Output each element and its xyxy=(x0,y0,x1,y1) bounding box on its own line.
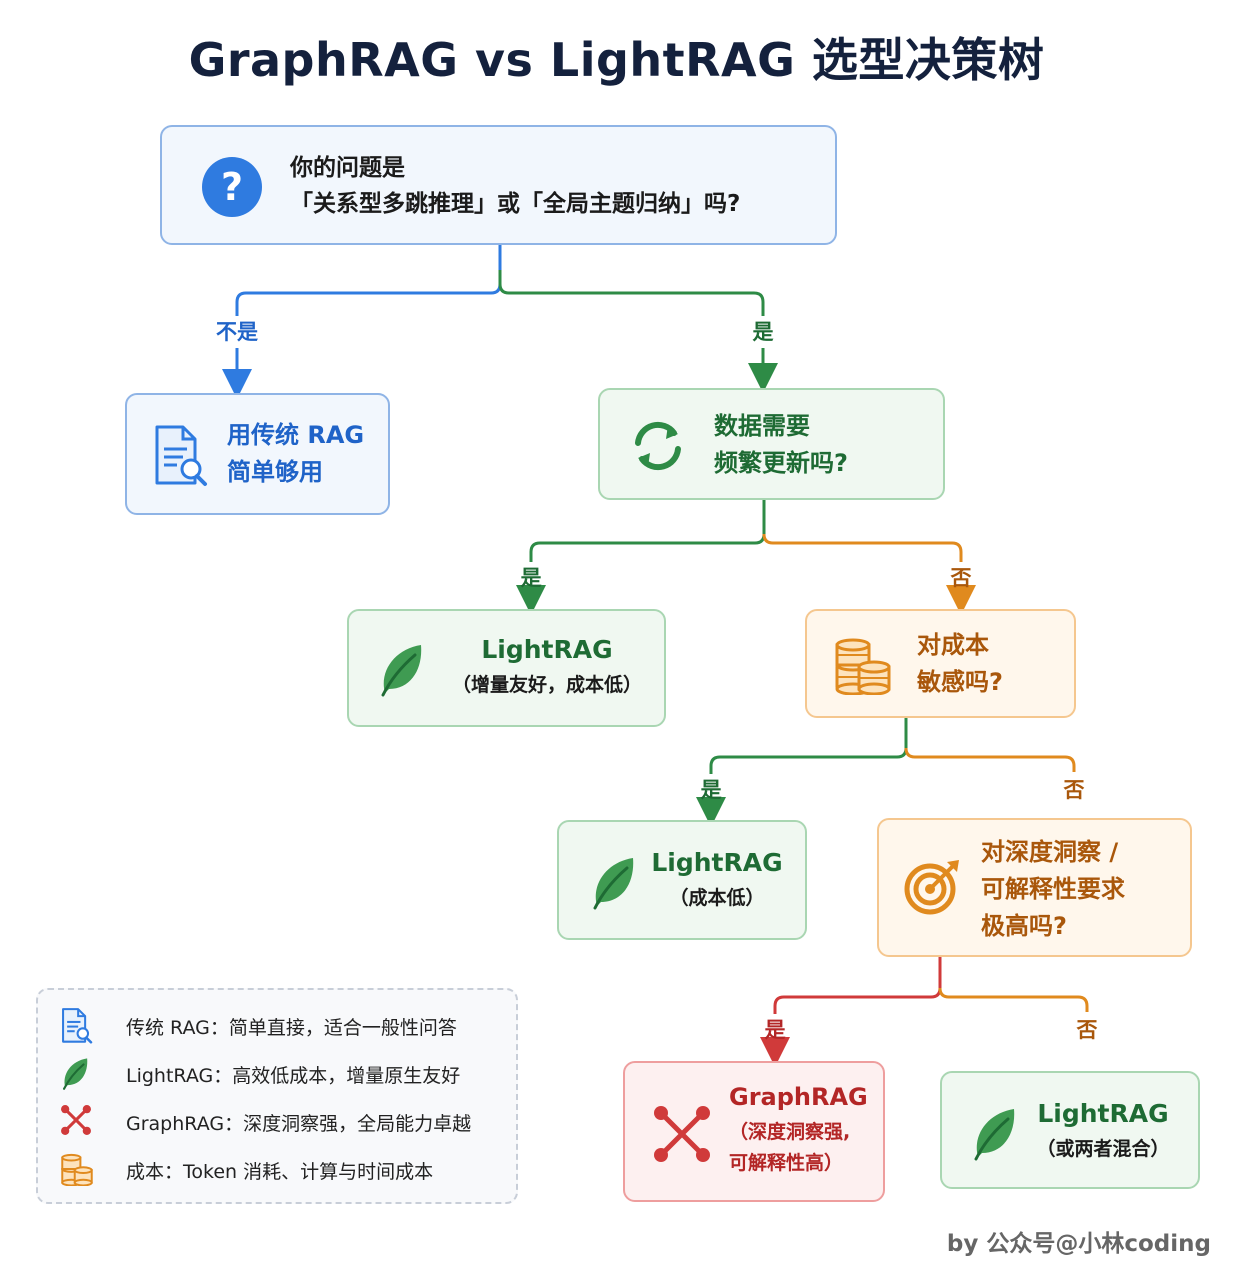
edge-root-no xyxy=(235,245,502,316)
edge-label-insight-yes: 是 xyxy=(764,1018,786,1042)
traditional-line1: 用传统 RAG xyxy=(227,421,365,449)
leaf-icon xyxy=(63,1058,88,1090)
lightrag-incremental-line1: LightRAG xyxy=(481,635,613,664)
legend-item-graphrag: GraphRAG：深度洞察强，全局能力卓越 xyxy=(60,1104,471,1140)
edge-insight-no xyxy=(938,987,1089,1012)
insight-line2: 可解释性要求 xyxy=(981,875,1125,904)
lightrag-mixed-line1: LightRAG xyxy=(1037,1099,1169,1128)
leaf-icon xyxy=(381,645,422,697)
legend-item-lightrag: LightRAG：高效低成本，增量原生友好 xyxy=(60,1056,460,1092)
edge-label-cost-no: 否 xyxy=(1063,778,1085,802)
insight-line3: 极高吗? xyxy=(981,912,1067,941)
traditional-rag-node: 用传统 RAG 简单够用 xyxy=(125,393,390,515)
edge-insight-yes xyxy=(773,957,942,1014)
refresh-icon xyxy=(635,421,681,471)
cost-line1: 对成本 xyxy=(917,631,989,659)
edge-cost-yes xyxy=(709,718,908,774)
edge-update-yes xyxy=(529,500,766,562)
root-line2: 「关系型多跳推理」或「全局主题归纳」吗? xyxy=(290,190,741,217)
update-line2: 频繁更新吗? xyxy=(714,449,848,478)
cost-sensitive-node: 对成本 敏感吗? xyxy=(805,609,1076,718)
edge-root-yes xyxy=(498,270,765,316)
lightrag-mixed-node: LightRAG （或两者混合） xyxy=(940,1071,1200,1189)
legend: 传统 RAG：简单直接，适合一般性问答 LightRAG：高效低成本，增量原生友… xyxy=(36,988,518,1204)
coins-icon xyxy=(835,638,891,695)
update-frequency-node: 数据需要 频繁更新吗? xyxy=(598,388,945,500)
edge-label-update-yes: 是 xyxy=(520,566,542,590)
legend-text-lightrag: LightRAG：高效低成本，增量原生友好 xyxy=(126,1064,461,1087)
edge-label-update-no: 否 xyxy=(950,566,972,590)
lightrag-incremental-line2: （增量友好，成本低） xyxy=(451,674,642,696)
edge-label-insight-no: 否 xyxy=(1076,1018,1098,1042)
graphrag-line3: 可解释性高） xyxy=(729,1152,844,1174)
cost-line2: 敏感吗? xyxy=(917,668,1003,697)
target-icon xyxy=(904,860,959,915)
svg-text:?: ? xyxy=(221,165,243,209)
graph-nodes-icon xyxy=(654,1106,710,1162)
insight-line1: 对深度洞察 / xyxy=(981,838,1119,866)
lightrag-mixed-line2: （或两者混合） xyxy=(1036,1138,1170,1160)
lightrag-cost-line1: LightRAG xyxy=(651,848,783,877)
edge-cost-no xyxy=(904,747,1076,772)
edge-label-root-no: 不是 xyxy=(216,320,258,344)
leaf-icon xyxy=(974,1109,1015,1161)
graphrag-line1: GraphRAG xyxy=(729,1083,868,1111)
edge-label-root-yes: 是 xyxy=(752,320,774,344)
edge-update-no xyxy=(762,533,963,562)
author-credit: by 公众号@小林coding xyxy=(946,1231,1211,1257)
document-search-icon xyxy=(62,1008,93,1044)
coins-icon xyxy=(61,1153,93,1187)
edge-label-cost-yes: 是 xyxy=(700,778,722,802)
lightrag-cost-line2: （成本低） xyxy=(669,887,765,909)
page-title: GraphRAG vs LightRAG 选型决策树 xyxy=(188,33,1045,87)
legend-text-cost: 成本：Token 消耗、计算与时间成本 xyxy=(126,1160,434,1183)
root-question-node: ? 你的问题是 「关系型多跳推理」或「全局主题归纳」吗? xyxy=(160,125,837,245)
question-mark-icon: ? xyxy=(202,157,262,217)
insight-node: 对深度洞察 / 可解释性要求 极高吗? xyxy=(877,818,1192,957)
graphrag-node: GraphRAG （深度洞察强, 可解释性高） xyxy=(623,1061,885,1202)
leaf-icon xyxy=(593,858,634,910)
graph-nodes-icon xyxy=(61,1105,91,1135)
legend-text-traditional-rag: 传统 RAG：简单直接，适合一般性问答 xyxy=(126,1016,457,1039)
legend-item-cost: 成本：Token 消耗、计算与时间成本 xyxy=(60,1152,433,1188)
lightrag-cost-node: LightRAG （成本低） xyxy=(557,820,807,940)
document-search-icon xyxy=(155,425,207,486)
legend-text-graphrag: GraphRAG：深度洞察强，全局能力卓越 xyxy=(126,1112,472,1135)
update-line1: 数据需要 xyxy=(714,412,810,440)
graphrag-line2: （深度洞察强, xyxy=(729,1121,851,1143)
traditional-line2: 简单够用 xyxy=(227,458,323,487)
lightrag-incremental-node: LightRAG （增量友好，成本低） xyxy=(347,609,666,727)
legend-item-traditional-rag: 传统 RAG：简单直接，适合一般性问答 xyxy=(60,1008,457,1044)
root-line1: 你的问题是 xyxy=(290,155,405,181)
